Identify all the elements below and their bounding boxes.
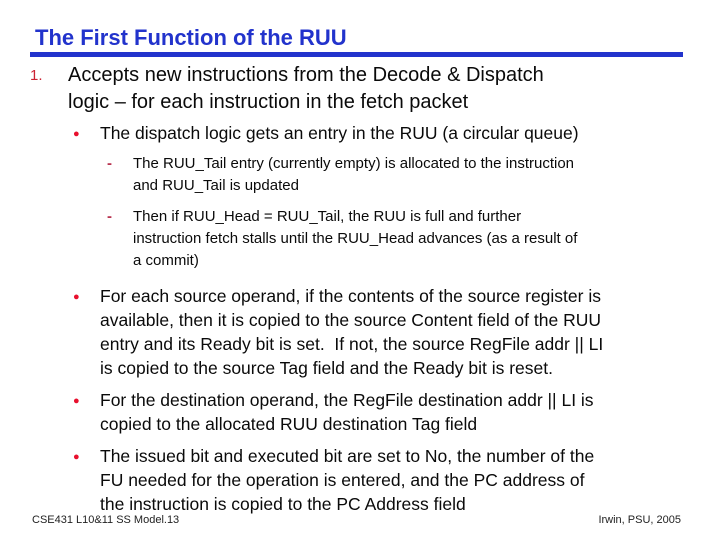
footer-course-label: CSE431 L10&11 SS Model.13 bbox=[32, 514, 180, 526]
bullet-icon: ● bbox=[73, 291, 80, 303]
numbered-item-text: Accepts new instructions from the Decode… bbox=[68, 64, 544, 113]
bullet-icon: ● bbox=[73, 395, 80, 407]
sub-bullet-text: Then if RUU_Head = RUU_Tail, the RUU is … bbox=[133, 208, 578, 269]
slide-footer: CSE431 L10&11 SS Model.13 Irwin, PSU, 20… bbox=[32, 514, 681, 526]
dash-icon: - bbox=[107, 155, 112, 172]
title-underline-bar bbox=[30, 52, 683, 57]
bullet-item: ● The dispatch logic gets an entry in th… bbox=[0, 121, 720, 145]
bullet-item: ● The issued bit and executed bit are se… bbox=[0, 444, 720, 516]
bullet-item: ● For each source operand, if the conten… bbox=[0, 284, 720, 380]
item-number: 1. bbox=[30, 67, 43, 84]
sub-bullet-text: The RUU_Tail entry (currently empty) is … bbox=[133, 155, 575, 194]
bullet-item: ● For the destination operand, the RegFi… bbox=[0, 388, 720, 436]
bullet-text: For the destination operand, the RegFile… bbox=[100, 390, 594, 434]
bullet-icon: ● bbox=[73, 128, 80, 140]
sub-bullet-item: - Then if RUU_Head = RUU_Tail, the RUU i… bbox=[0, 206, 720, 272]
bullet-icon: ● bbox=[73, 451, 80, 463]
bullet-text: For each source operand, if the contents… bbox=[100, 286, 604, 378]
slide-body: 1. Accepts new instructions from the Dec… bbox=[0, 62, 720, 516]
numbered-item: 1. Accepts new instructions from the Dec… bbox=[0, 62, 720, 116]
page-title: The First Function of the RUU bbox=[35, 25, 347, 50]
dash-icon: - bbox=[107, 208, 112, 225]
footer-credit-label: Irwin, PSU, 2005 bbox=[598, 514, 681, 526]
bullet-text: The issued bit and executed bit are set … bbox=[100, 446, 595, 514]
bullet-text: The dispatch logic gets an entry in the … bbox=[100, 123, 579, 143]
title-block: The First Function of the RUU bbox=[0, 0, 720, 57]
sub-bullet-item: - The RUU_Tail entry (currently empty) i… bbox=[0, 153, 720, 197]
